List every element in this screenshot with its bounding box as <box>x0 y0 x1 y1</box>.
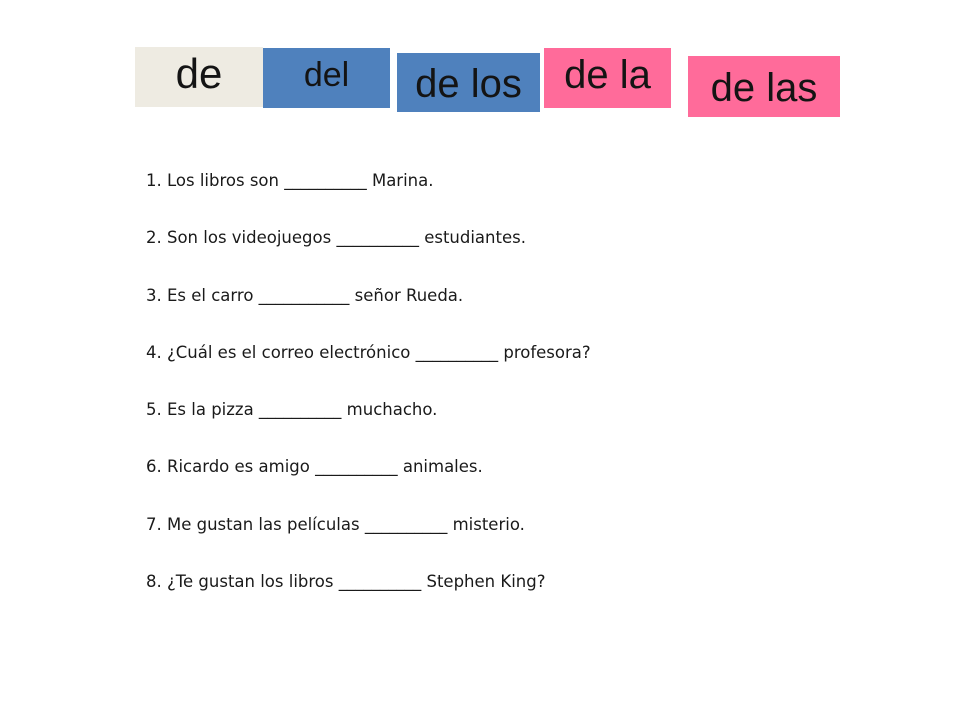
word-tile-de-los: de los <box>397 53 540 112</box>
word-tile-de: de <box>135 47 263 107</box>
word-tile-del: del <box>263 48 390 108</box>
exercise-item: 4. ¿Cuál es el correo electrónico ______… <box>146 342 591 362</box>
exercise-list: 1. Los libros son __________ Marina. 2. … <box>146 169 591 627</box>
exercise-item: 7. Me gustan las películas __________ mi… <box>146 514 525 534</box>
exercise-item: 8. ¿Te gustan los libros __________ Step… <box>146 572 546 592</box>
exercise-item: 6. Ricardo es amigo __________ animales. <box>146 457 483 477</box>
exercise-item: 3. Es el carro ___________ señor Rueda. <box>146 285 464 305</box>
exercise-item: 2. Son los videojuegos __________ estudi… <box>146 228 526 248</box>
word-tile-de-la: de la <box>544 48 671 108</box>
exercise-item: 1. Los libros son __________ Marina. <box>146 171 434 190</box>
word-tile-de-las: de las <box>688 56 840 117</box>
exercise-item: 5. Es la pizza __________ muchacho. <box>146 400 438 420</box>
